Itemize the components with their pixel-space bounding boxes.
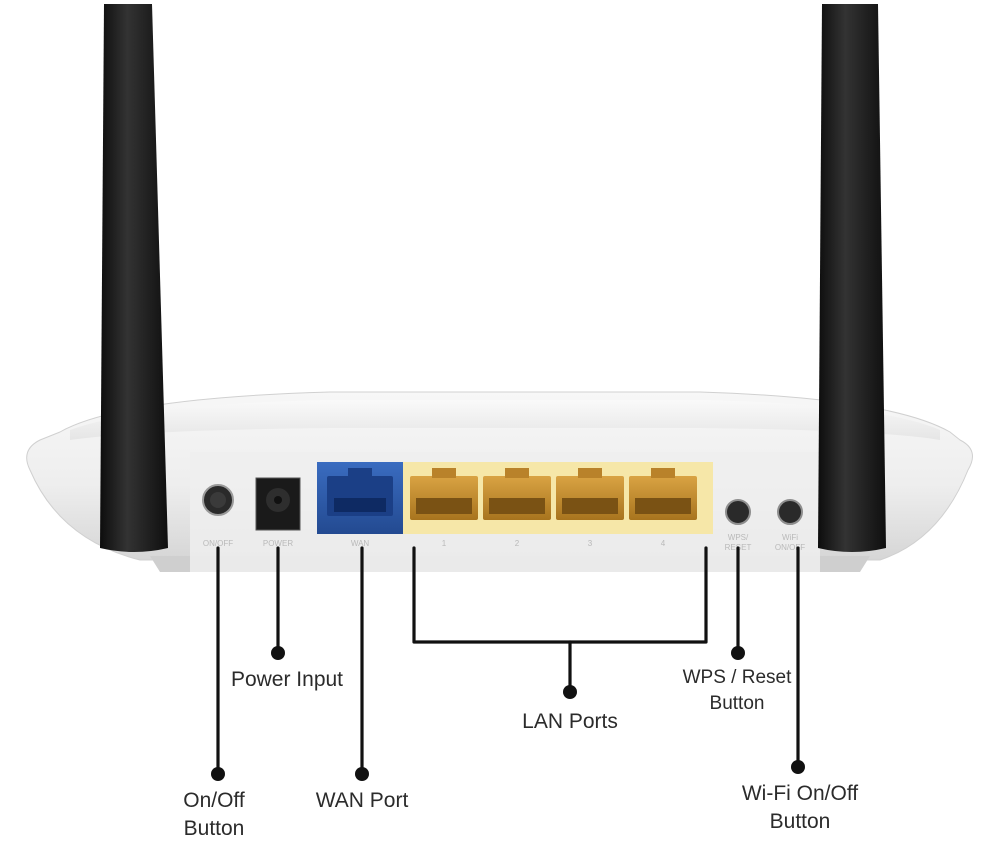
label-wps-reset-line2: Button — [710, 693, 765, 714]
label-on-off-line2: Button — [184, 817, 245, 840]
label-wps-reset-line1: WPS / Reset — [683, 667, 792, 688]
port-label-wps: WPS/ — [728, 533, 749, 542]
lan-port-2: 2 — [483, 468, 551, 548]
leader-dot-power — [271, 646, 285, 660]
label-power-input: Power Input — [231, 668, 343, 691]
lan-port-number: 3 — [588, 539, 593, 548]
lan-port-number: 1 — [442, 539, 447, 548]
wifi-on-off-button: WiFi ON/OFF — [775, 499, 805, 552]
on-off-button: ON/OFF — [202, 484, 234, 548]
lan-port-4: 4 — [629, 468, 697, 548]
callout-lines — [211, 546, 805, 781]
port-label-wifi-onoff: ON/OFF — [775, 543, 805, 552]
leader-dot-wps — [731, 646, 745, 660]
right-antenna — [818, 4, 886, 552]
lan-port-number: 4 — [661, 539, 666, 548]
lan-ports-panel: 1 2 3 4 — [403, 462, 713, 548]
lan-port-1: 1 — [410, 468, 478, 548]
leader-dot-wifi — [791, 760, 805, 774]
leader-dot-lan — [563, 685, 577, 699]
leader-dot-wan — [355, 767, 369, 781]
left-antenna — [100, 4, 168, 552]
label-on-off-line1: On/Off — [183, 789, 245, 812]
port-label-power: POWER — [263, 539, 293, 548]
lan-port-3: 3 — [556, 468, 624, 548]
port-label-wifi: WiFi — [782, 533, 798, 542]
port-label-wan: WAN — [351, 539, 370, 548]
wan-port: WAN — [317, 462, 403, 548]
label-wifi-line2: Button — [770, 810, 831, 833]
lan-port-number: 2 — [515, 539, 520, 548]
power-input-jack: POWER — [255, 477, 301, 548]
leader-lan-bracket — [412, 546, 708, 644]
label-wan-port: WAN Port — [316, 789, 409, 812]
callout-labels: Power Input LAN Ports WPS / Reset Button… — [183, 667, 858, 840]
leader-dot-on-off — [211, 767, 225, 781]
port-label-on-off: ON/OFF — [203, 539, 233, 548]
label-wifi-line1: Wi-Fi On/Off — [742, 782, 858, 805]
label-lan-ports: LAN Ports — [522, 710, 618, 733]
